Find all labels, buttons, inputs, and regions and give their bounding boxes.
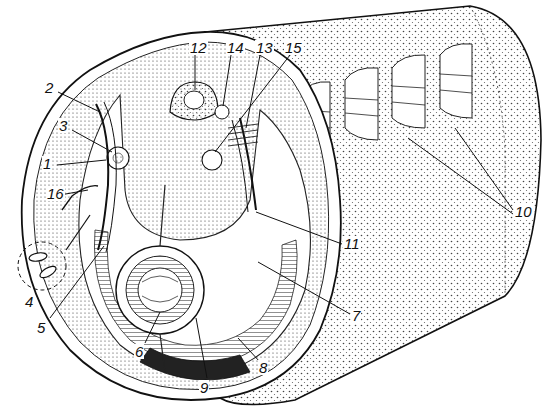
callout-number: 1 — [42, 156, 52, 171]
callout-number: 4 — [24, 294, 34, 309]
callout-number: 14 — [226, 40, 245, 55]
callout-number: 7 — [351, 308, 361, 323]
callout-number: 5 — [36, 320, 46, 335]
callout-number: 6 — [134, 344, 144, 359]
callout-number: 3 — [58, 118, 68, 133]
callout-number: 8 — [258, 360, 268, 375]
callout-number: 12 — [189, 40, 208, 55]
callout-number: 13 — [255, 40, 274, 55]
callout-number: 9 — [199, 380, 209, 395]
callout-number: 2 — [44, 80, 54, 95]
callout-number: 16 — [46, 186, 65, 201]
callout-number: 15 — [284, 40, 303, 55]
callout-number: 10 — [514, 204, 533, 219]
callout-number: 11 — [343, 236, 361, 251]
